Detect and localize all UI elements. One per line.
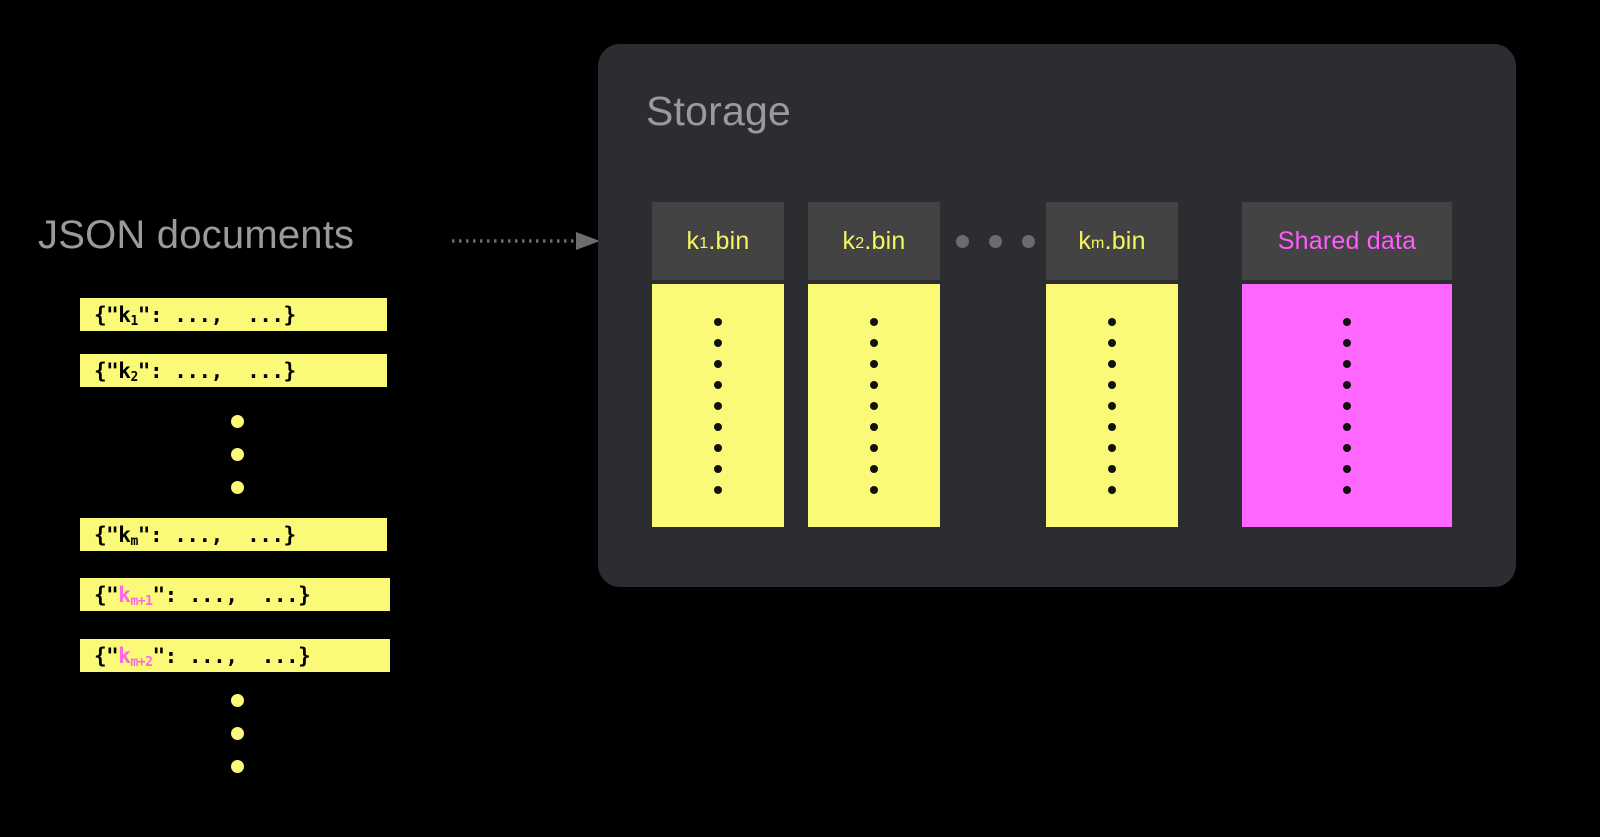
- record-dot: [1108, 401, 1116, 410]
- storage-title: Storage: [646, 88, 792, 134]
- bin-extension: .bin: [708, 226, 750, 255]
- record-dot: [714, 359, 722, 368]
- bin-extension: .bin: [1104, 226, 1146, 255]
- ellipsis-dot: [956, 235, 969, 248]
- json-document-box: {"k1": ..., ...}: [80, 298, 387, 331]
- bin-subscript: 1: [699, 235, 709, 253]
- bin-extension: .bin: [864, 226, 906, 255]
- record-dot: [870, 359, 878, 368]
- bin-body: [1046, 284, 1178, 527]
- bin-subscript: m: [1091, 235, 1105, 253]
- doc-key-subscript: 1: [130, 313, 138, 329]
- doc-suffix: ": ..., ...}: [152, 582, 311, 607]
- record-dot: [1108, 443, 1116, 452]
- record-dot: [870, 317, 878, 326]
- record-dot: [1343, 359, 1351, 368]
- record-dot: [1108, 380, 1116, 389]
- doc-key: k2: [118, 358, 138, 385]
- json-document-box-shared: {"km+2": ..., ...}: [80, 639, 390, 672]
- bin-body: [652, 284, 784, 527]
- ellipsis-dot: [989, 235, 1002, 248]
- record-dot: [870, 443, 878, 452]
- storage-bin-shared[interactable]: Shared data: [1242, 202, 1452, 527]
- ellipsis-dot: [231, 481, 244, 494]
- doc-key-highlighted: km+1: [118, 582, 153, 609]
- record-dot: [1108, 485, 1116, 494]
- record-dot: [1343, 401, 1351, 410]
- record-dot: [870, 464, 878, 473]
- doc-key-subscript: m+1: [130, 593, 153, 609]
- ellipsis-dot: [231, 448, 244, 461]
- record-dot: [1343, 443, 1351, 452]
- record-dot: [714, 338, 722, 347]
- record-dot: [1108, 317, 1116, 326]
- doc-suffix: ": ..., ...}: [137, 358, 296, 383]
- bin-body: [808, 284, 940, 527]
- doc-prefix: {": [94, 358, 119, 383]
- record-dot: [870, 401, 878, 410]
- record-dot: [1343, 338, 1351, 347]
- record-dot: [714, 317, 722, 326]
- doc-prefix: {": [94, 643, 119, 668]
- bins-ellipsis: [956, 235, 1035, 248]
- doc-key-highlighted: km+2: [118, 643, 153, 670]
- record-dot: [1343, 317, 1351, 326]
- ellipsis-dot: [1022, 235, 1035, 248]
- record-dot: [714, 485, 722, 494]
- bin-subscript: 2: [855, 235, 865, 253]
- record-dot: [1343, 464, 1351, 473]
- doc-key-subscript: m: [130, 533, 138, 549]
- doc-key: km: [118, 522, 138, 549]
- ellipsis-dot: [231, 415, 244, 428]
- doc-suffix: ": ..., ...}: [137, 522, 296, 547]
- documents-ellipsis-bottom: [231, 694, 244, 773]
- shared-data-header: Shared data: [1242, 202, 1452, 280]
- json-documents-title: JSON documents: [38, 213, 355, 257]
- doc-suffix: ": ..., ...}: [137, 302, 296, 327]
- record-dot: [1108, 464, 1116, 473]
- record-dot: [870, 485, 878, 494]
- flow-arrow-icon: [452, 232, 600, 250]
- record-dot: [1343, 422, 1351, 431]
- json-document-box: {"km": ..., ...}: [80, 518, 387, 551]
- record-dot: [1108, 422, 1116, 431]
- doc-prefix: {": [94, 302, 119, 327]
- json-documents-section: JSON documents {"k1": ..., ...} {"k2": .…: [0, 0, 600, 837]
- doc-key: k1: [118, 302, 138, 329]
- ellipsis-dot: [231, 727, 244, 740]
- doc-key-subscript: m+2: [130, 654, 153, 670]
- record-dot: [870, 380, 878, 389]
- doc-suffix: ": ..., ...}: [152, 643, 311, 668]
- documents-ellipsis-middle: [231, 415, 244, 494]
- record-dot: [714, 380, 722, 389]
- ellipsis-dot: [231, 760, 244, 773]
- record-dot: [714, 443, 722, 452]
- record-dot: [1108, 338, 1116, 347]
- record-dot: [714, 401, 722, 410]
- record-dot: [1343, 380, 1351, 389]
- doc-prefix: {": [94, 582, 119, 607]
- json-document-box-shared: {"km+1": ..., ...}: [80, 578, 390, 611]
- record-dot: [870, 422, 878, 431]
- shared-data-body: [1242, 284, 1452, 527]
- ellipsis-dot: [231, 694, 244, 707]
- record-dot: [714, 422, 722, 431]
- record-dot: [870, 338, 878, 347]
- record-dot: [1108, 359, 1116, 368]
- record-dot: [1343, 485, 1351, 494]
- json-document-box: {"k2": ..., ...}: [80, 354, 387, 387]
- record-dot: [714, 464, 722, 473]
- doc-key-subscript: 2: [130, 369, 138, 385]
- doc-prefix: {": [94, 522, 119, 547]
